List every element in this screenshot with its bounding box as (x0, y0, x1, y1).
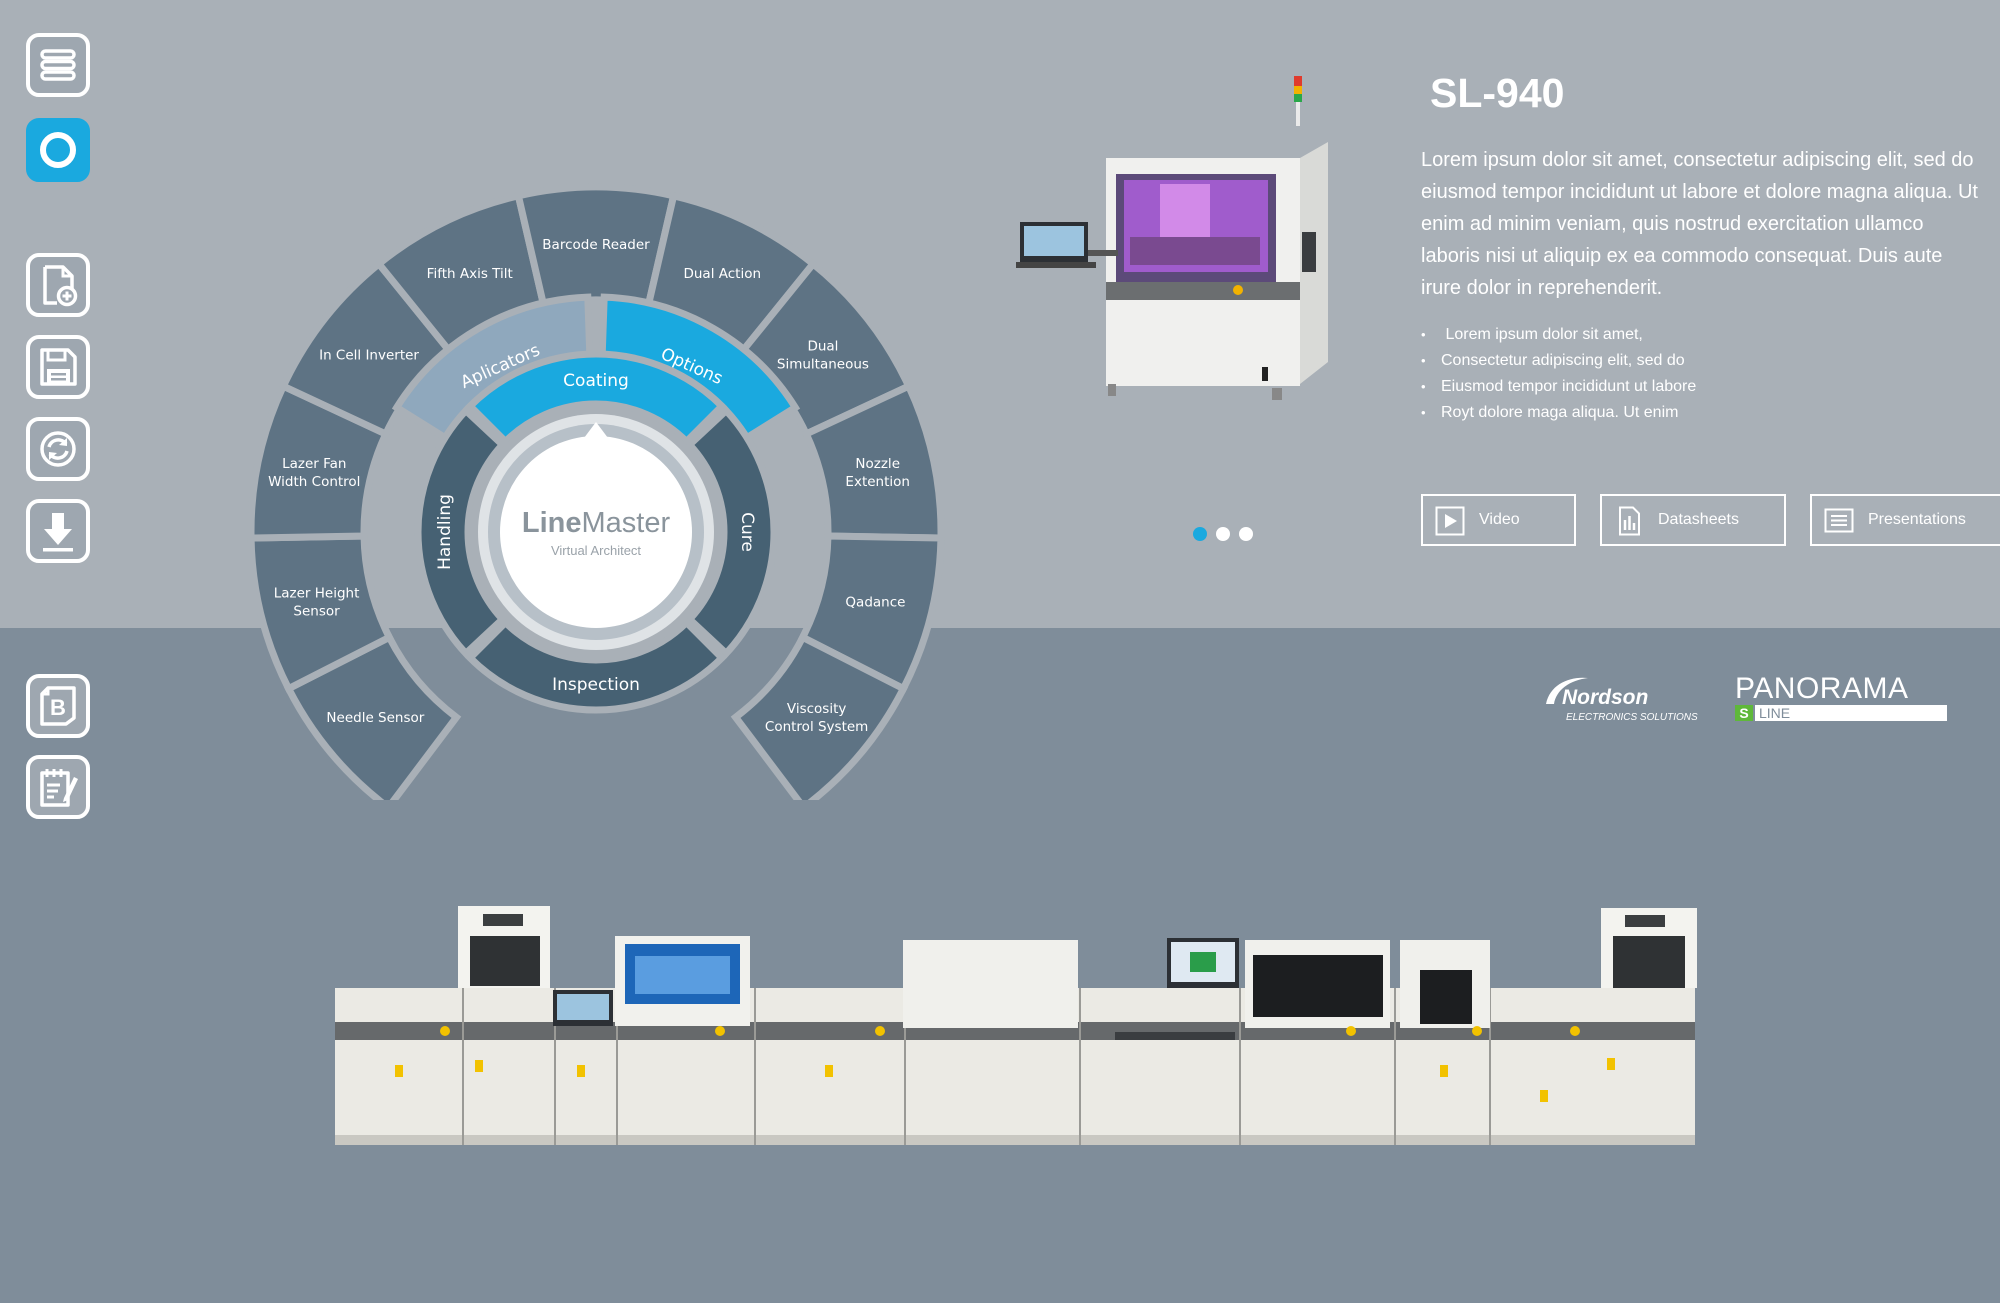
coating-label: Coating (563, 371, 629, 391)
refresh-button[interactable] (26, 417, 90, 481)
refresh-icon (40, 431, 76, 467)
outer-segment-label: Fifth Axis Tilt (427, 266, 513, 282)
product-feature-list: Lorem ipsum dolor sit amet, Consectetur … (1421, 322, 1981, 426)
outer-segment[interactable] (730, 632, 909, 800)
nordson-tagline: ELECTRONICS SOLUTIONS (1566, 712, 1698, 723)
presentation-icon (1824, 508, 1854, 533)
circle-icon (40, 132, 76, 168)
outer-segment-label: In Cell Inverter (319, 348, 419, 364)
datasheets-button[interactable]: Datasheets (1600, 494, 1786, 546)
feature-bullet: Consectetur adipiscing elit, sed do (1421, 348, 1981, 374)
save-icon (40, 348, 77, 386)
carousel-dot-1[interactable] (1193, 527, 1207, 541)
datasheet-icon (1619, 506, 1640, 536)
hub-center[interactable] (500, 436, 692, 628)
feature-bullet: Royt dolore maga aliqua. Ut enim (1421, 400, 1981, 426)
handling-segment[interactable] (414, 405, 508, 659)
feature-bullet: Lorem ipsum dolor sit amet, (1421, 322, 1981, 348)
notepad-edit-icon (40, 769, 78, 807)
hub-pointer-icon (584, 422, 608, 438)
record-button[interactable] (26, 118, 90, 182)
presentations-button[interactable]: Presentations (1810, 494, 2000, 546)
panorama-name: PANORAMA (1735, 672, 1909, 705)
svg-text:B: B (50, 695, 66, 720)
handling-label: Handling (435, 494, 455, 570)
nordson-swoosh-icon (1546, 677, 1588, 704)
nordson-name: Nordson (1562, 686, 1649, 709)
download-button[interactable] (26, 499, 90, 563)
video-button[interactable]: Video (1421, 494, 1576, 546)
video-button-label: Video (1479, 511, 1520, 528)
bill-of-materials-button[interactable]: B (26, 674, 90, 738)
carousel-dot-2[interactable] (1216, 527, 1230, 541)
download-icon (43, 513, 73, 552)
cure-segment[interactable] (684, 405, 778, 659)
outer-segment-label: Dual Action (683, 266, 761, 282)
panorama-line-bar: LINE (1755, 705, 1947, 721)
sl-940-machine-image (1016, 76, 1328, 400)
document-b-icon: B (40, 686, 76, 726)
cure-label: Cure (737, 512, 757, 552)
inspection-label: Inspection (552, 675, 640, 695)
product-description: Lorem ipsum dolor sit amet, consectetur … (1421, 149, 1978, 299)
play-icon (1435, 506, 1465, 536)
feature-bullet: Eiusmod tempor incididunt ut labore (1421, 374, 1981, 400)
menu-icon (40, 49, 76, 81)
panorama-s-badge: S (1735, 705, 1753, 721)
outer-segment-label: Needle Sensor (326, 710, 424, 726)
outer-segment-label: Barcode Reader (542, 237, 650, 253)
carousel-dot-3[interactable] (1239, 527, 1253, 541)
new-file-icon (43, 265, 78, 307)
nordson-logo: Nordson ELECTRONICS SOLUTIONS (1540, 670, 1700, 730)
notes-button[interactable] (26, 755, 90, 819)
outer-ring[interactable] (247, 183, 945, 800)
outer-segment-label: Qadance (845, 595, 905, 611)
linemaster-subtitle: Virtual Architect (551, 543, 641, 558)
panorama-logo: PANORAMA S LINE (1735, 672, 1947, 724)
coating-segment[interactable] (465, 350, 727, 447)
product-title: SL-940 (1430, 70, 1565, 116)
datasheets-button-label: Datasheets (1658, 511, 1739, 528)
production-line-image (335, 906, 1697, 1145)
save-button[interactable] (26, 335, 90, 399)
new-file-button[interactable] (26, 253, 90, 317)
linemaster-logo: LineMaster (522, 507, 671, 539)
menu-button[interactable] (26, 33, 90, 97)
presentations-button-label: Presentations (1868, 511, 1966, 528)
inspection-segment[interactable] (465, 617, 727, 714)
